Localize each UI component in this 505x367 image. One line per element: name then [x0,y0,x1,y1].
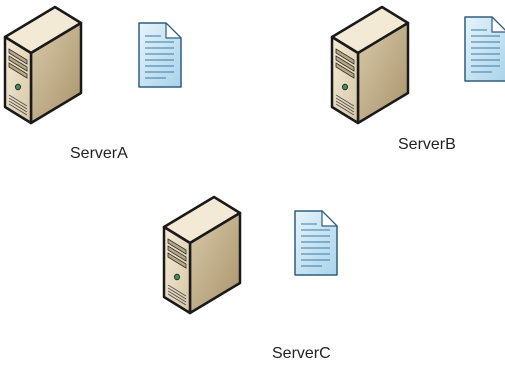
server-b-label: ServerB [398,136,456,153]
document-icon [136,20,184,90]
document-icon [462,14,505,84]
server-tower-icon [3,5,83,125]
server-tower-icon [162,195,242,315]
server-c-label: ServerC [272,345,331,362]
server-tower-icon [330,5,410,125]
server-a-label: ServerA [70,145,128,162]
document-icon [292,208,340,278]
